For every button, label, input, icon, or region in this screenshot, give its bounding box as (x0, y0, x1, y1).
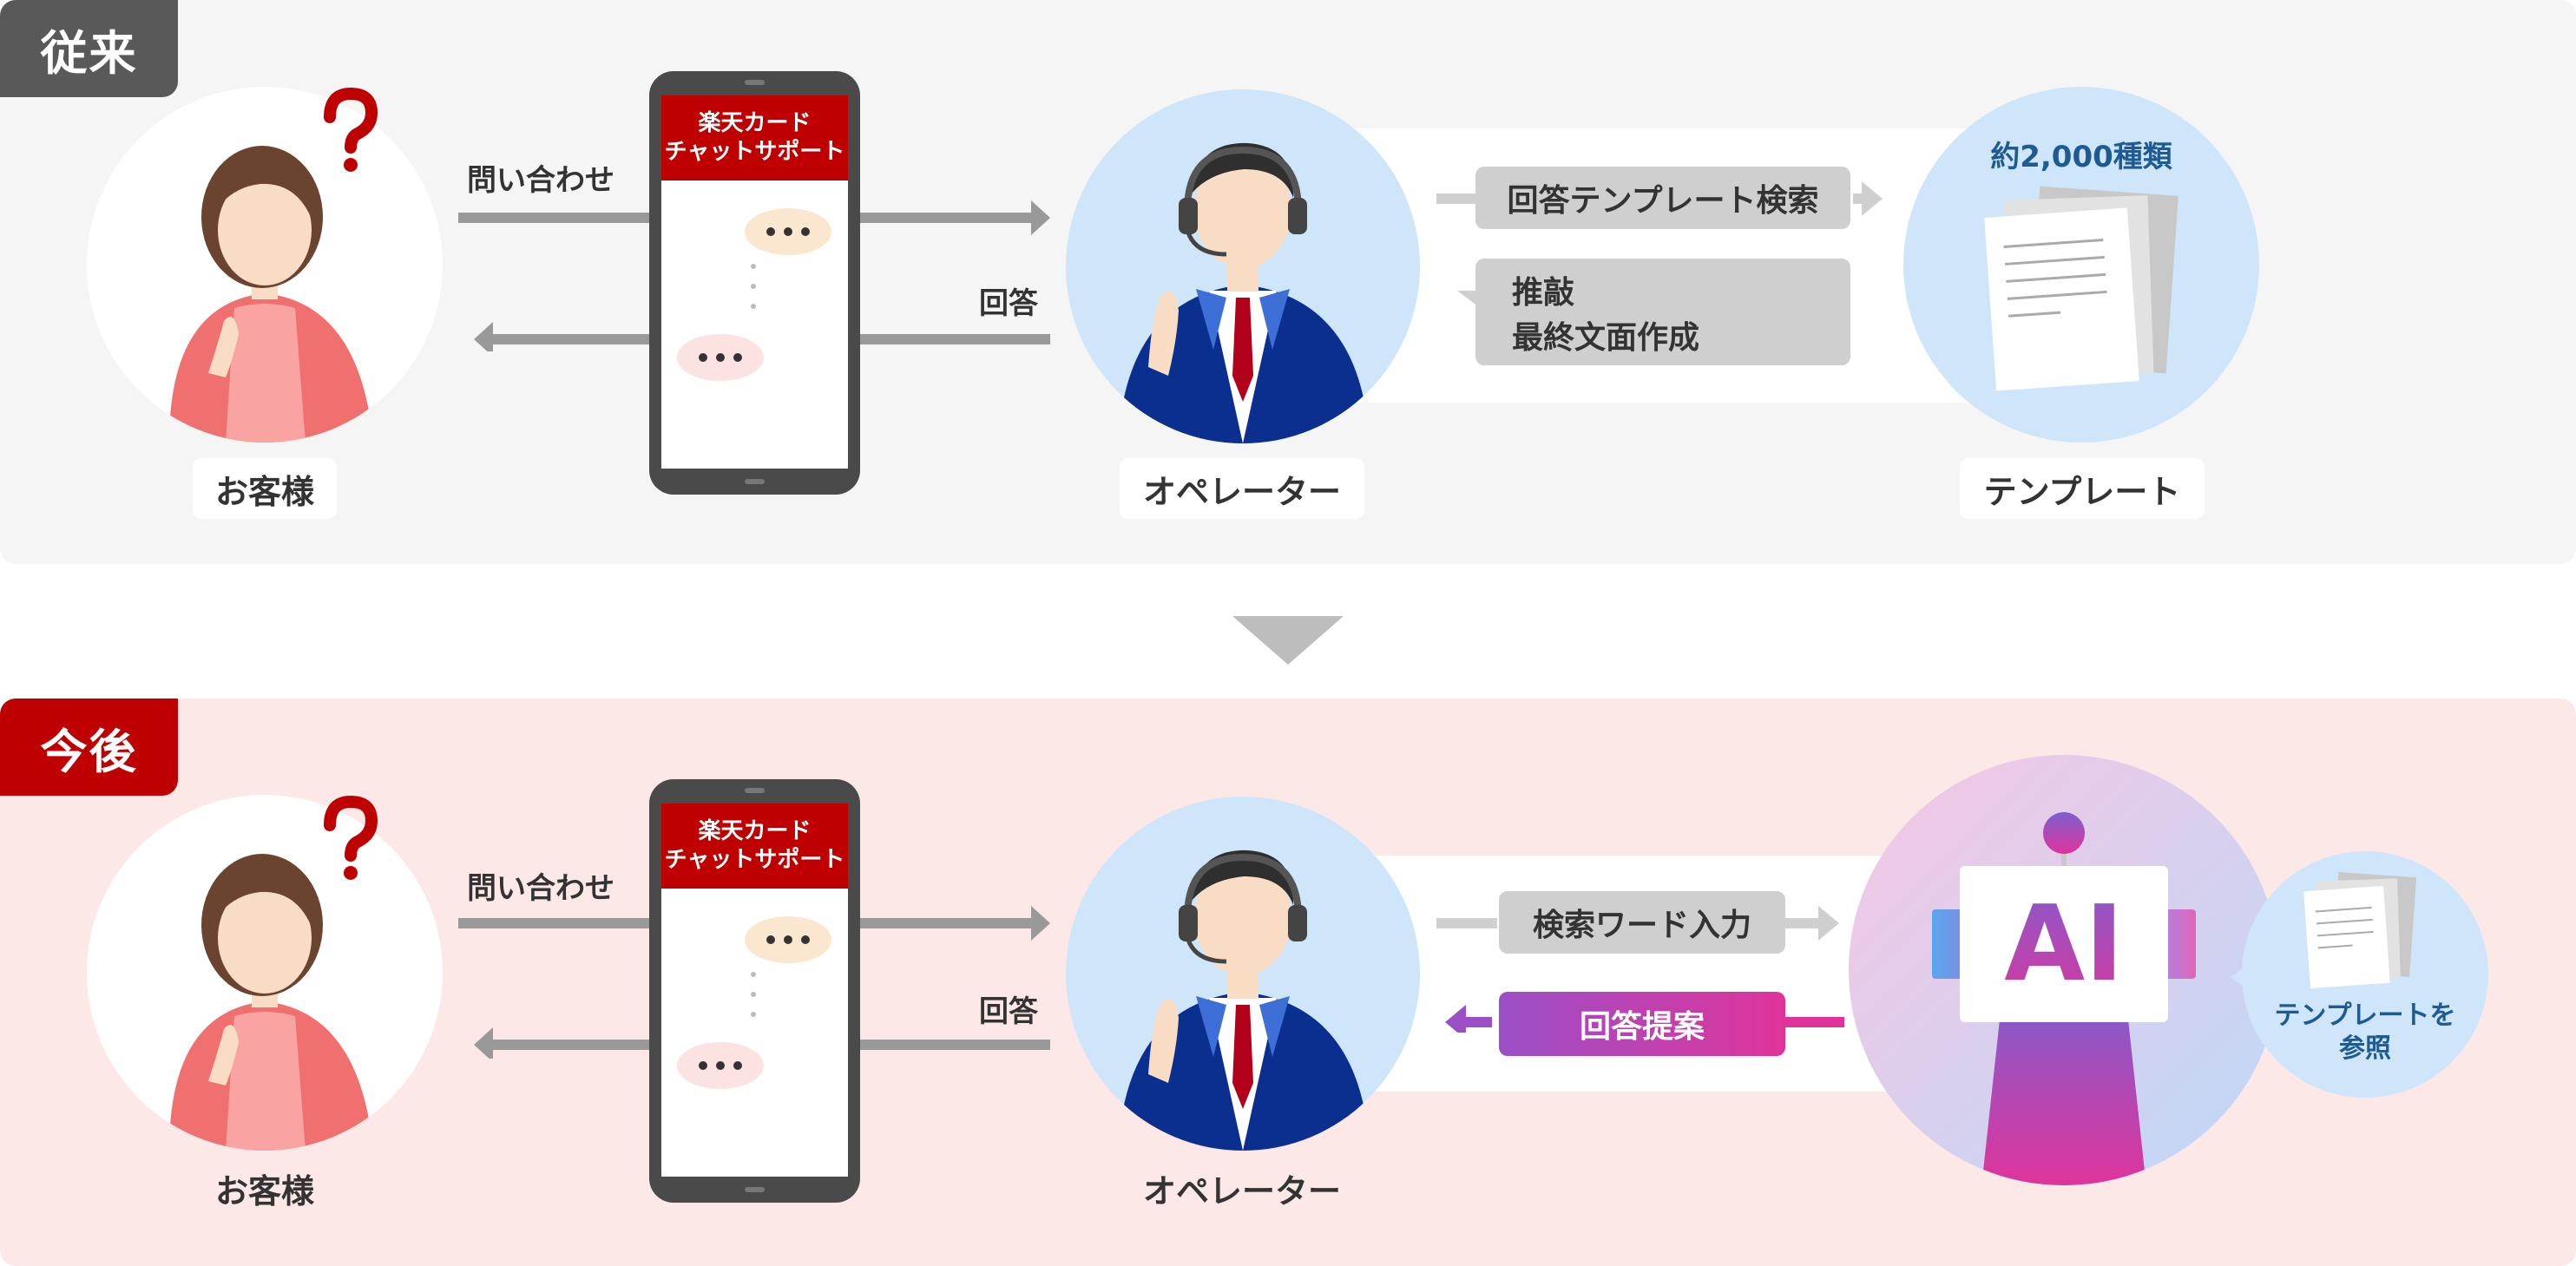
ai-label: AI (1960, 866, 2168, 1022)
template-documents-illustration (1903, 87, 2259, 443)
template-search-box: 回答テンプレート検索 (1475, 167, 1850, 229)
before-operator-illustration (1066, 89, 1420, 443)
down-arrow-icon (1232, 616, 1344, 665)
ai-robot-illustration (1849, 755, 2279, 1185)
before-phone-service: チャットサポート (664, 139, 845, 165)
edit-box-line-2: 最終文面作成 (1512, 320, 1700, 356)
before-flow-arrows (458, 200, 1050, 351)
question-mark-icon (324, 87, 378, 172)
template-label: テンプレート (1960, 458, 2205, 519)
template-count-label: 約2,000種類 (1990, 139, 2172, 174)
before-operator-label: オペレーター (1120, 458, 1364, 519)
after-inquiry-label: 問い合わせ (467, 871, 614, 906)
answer-suggestion-box: 回答提案 (1499, 992, 1785, 1056)
before-process-arrows (1436, 181, 1883, 306)
before-customer-illustration (87, 87, 443, 443)
after-phone-header: 楽天カード チャットサポート (661, 804, 848, 889)
edit-box-line-1: 推敲 (1512, 275, 1575, 311)
template-reference-illustration (2231, 851, 2488, 1098)
after-operator-illustration (1066, 797, 1420, 1151)
before-answer-label: 回答 (979, 286, 1038, 321)
after-answer-label: 回答 (979, 994, 1038, 1029)
after-tag: 今後 (0, 699, 178, 796)
after-phone-service: チャットサポート (664, 847, 845, 873)
after-customer-illustration (87, 795, 443, 1151)
after-customer-label: お客様 (214, 1171, 314, 1210)
after-process-arrows (1436, 906, 1844, 1033)
template-reference-line-1: テンプレートを (2274, 1000, 2456, 1031)
after-phone-brand: 楽天カード (698, 818, 812, 844)
before-customer-label: お客様 (193, 458, 337, 519)
before-phone-brand: 楽天カード (698, 110, 812, 136)
edit-final-box: 推敲 最終文面作成 (1475, 259, 1850, 365)
template-reference-label: テンプレートを 参照 (2248, 1000, 2482, 1066)
before-phone-header: 楽天カード チャットサポート (661, 95, 848, 180)
template-reference-line-2: 参照 (2339, 1033, 2391, 1064)
keyword-input-box: 検索ワード入力 (1499, 891, 1785, 954)
before-tag: 従来 (0, 0, 178, 97)
question-mark-icon (324, 795, 378, 880)
after-operator-label: オペレーター (1142, 1171, 1341, 1210)
before-inquiry-label: 問い合わせ (467, 163, 614, 198)
after-flow-arrows (458, 906, 1050, 1059)
